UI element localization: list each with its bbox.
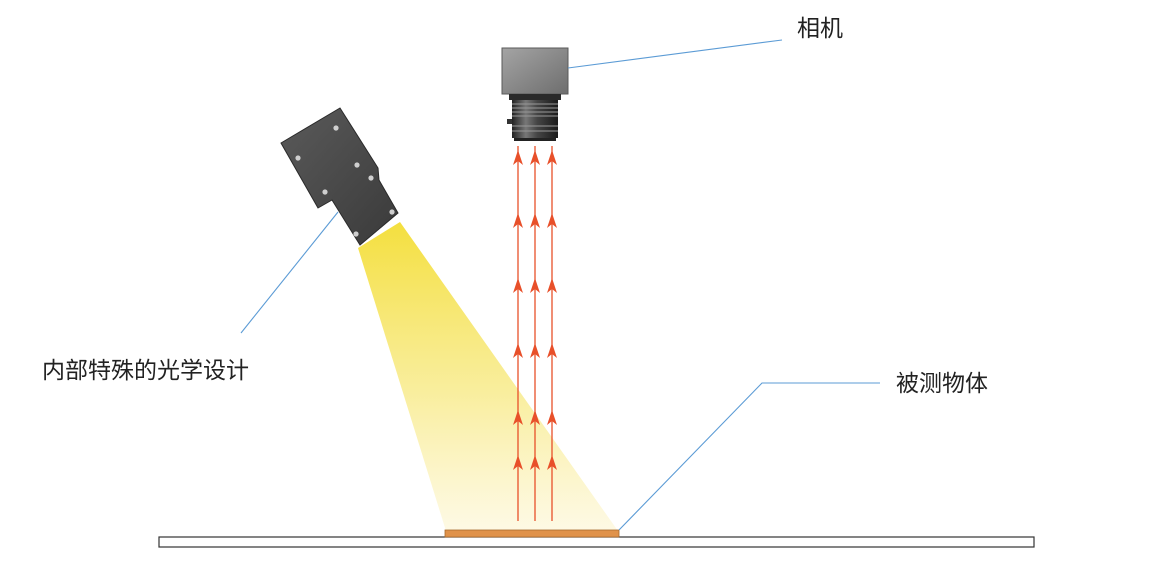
- ray-arrowhead: [530, 278, 540, 293]
- ray-arrowhead: [547, 278, 557, 293]
- leader-line-camera: [567, 39, 783, 69]
- leader-line-light: [240, 211, 339, 334]
- light-source-label: 内部特殊的光学设计: [42, 358, 249, 384]
- ray-arrowhead: [530, 213, 540, 228]
- ray-arrowhead: [530, 343, 540, 358]
- ray-arrowhead: [530, 150, 540, 165]
- ray-arrowhead: [530, 455, 540, 470]
- ray-arrowhead: [547, 213, 557, 228]
- reflected-rays: [513, 146, 557, 521]
- ray-arrowhead: [547, 410, 557, 425]
- ray-arrowhead: [530, 410, 540, 425]
- stage-plate: [158, 536, 1035, 548]
- test-object: [444, 529, 620, 538]
- ray-arrowhead: [547, 343, 557, 358]
- leader-line-object: [618, 382, 880, 531]
- ray-arrowhead: [513, 410, 523, 425]
- ray-arrowhead: [513, 278, 523, 293]
- ray-arrowhead: [513, 150, 523, 165]
- light-beam: [358, 222, 618, 531]
- leader-lines: [240, 39, 880, 531]
- ray-arrowhead: [547, 455, 557, 470]
- object-label: 被测物体: [896, 371, 988, 397]
- industrial-camera-icon: [501, 47, 569, 141]
- spot-light-icon: [280, 107, 399, 246]
- ray-arrowhead: [547, 150, 557, 165]
- camera-label: 相机: [797, 16, 843, 42]
- ray-arrowhead: [513, 343, 523, 358]
- ray-arrowhead: [513, 455, 523, 470]
- ray-arrowhead: [513, 213, 523, 228]
